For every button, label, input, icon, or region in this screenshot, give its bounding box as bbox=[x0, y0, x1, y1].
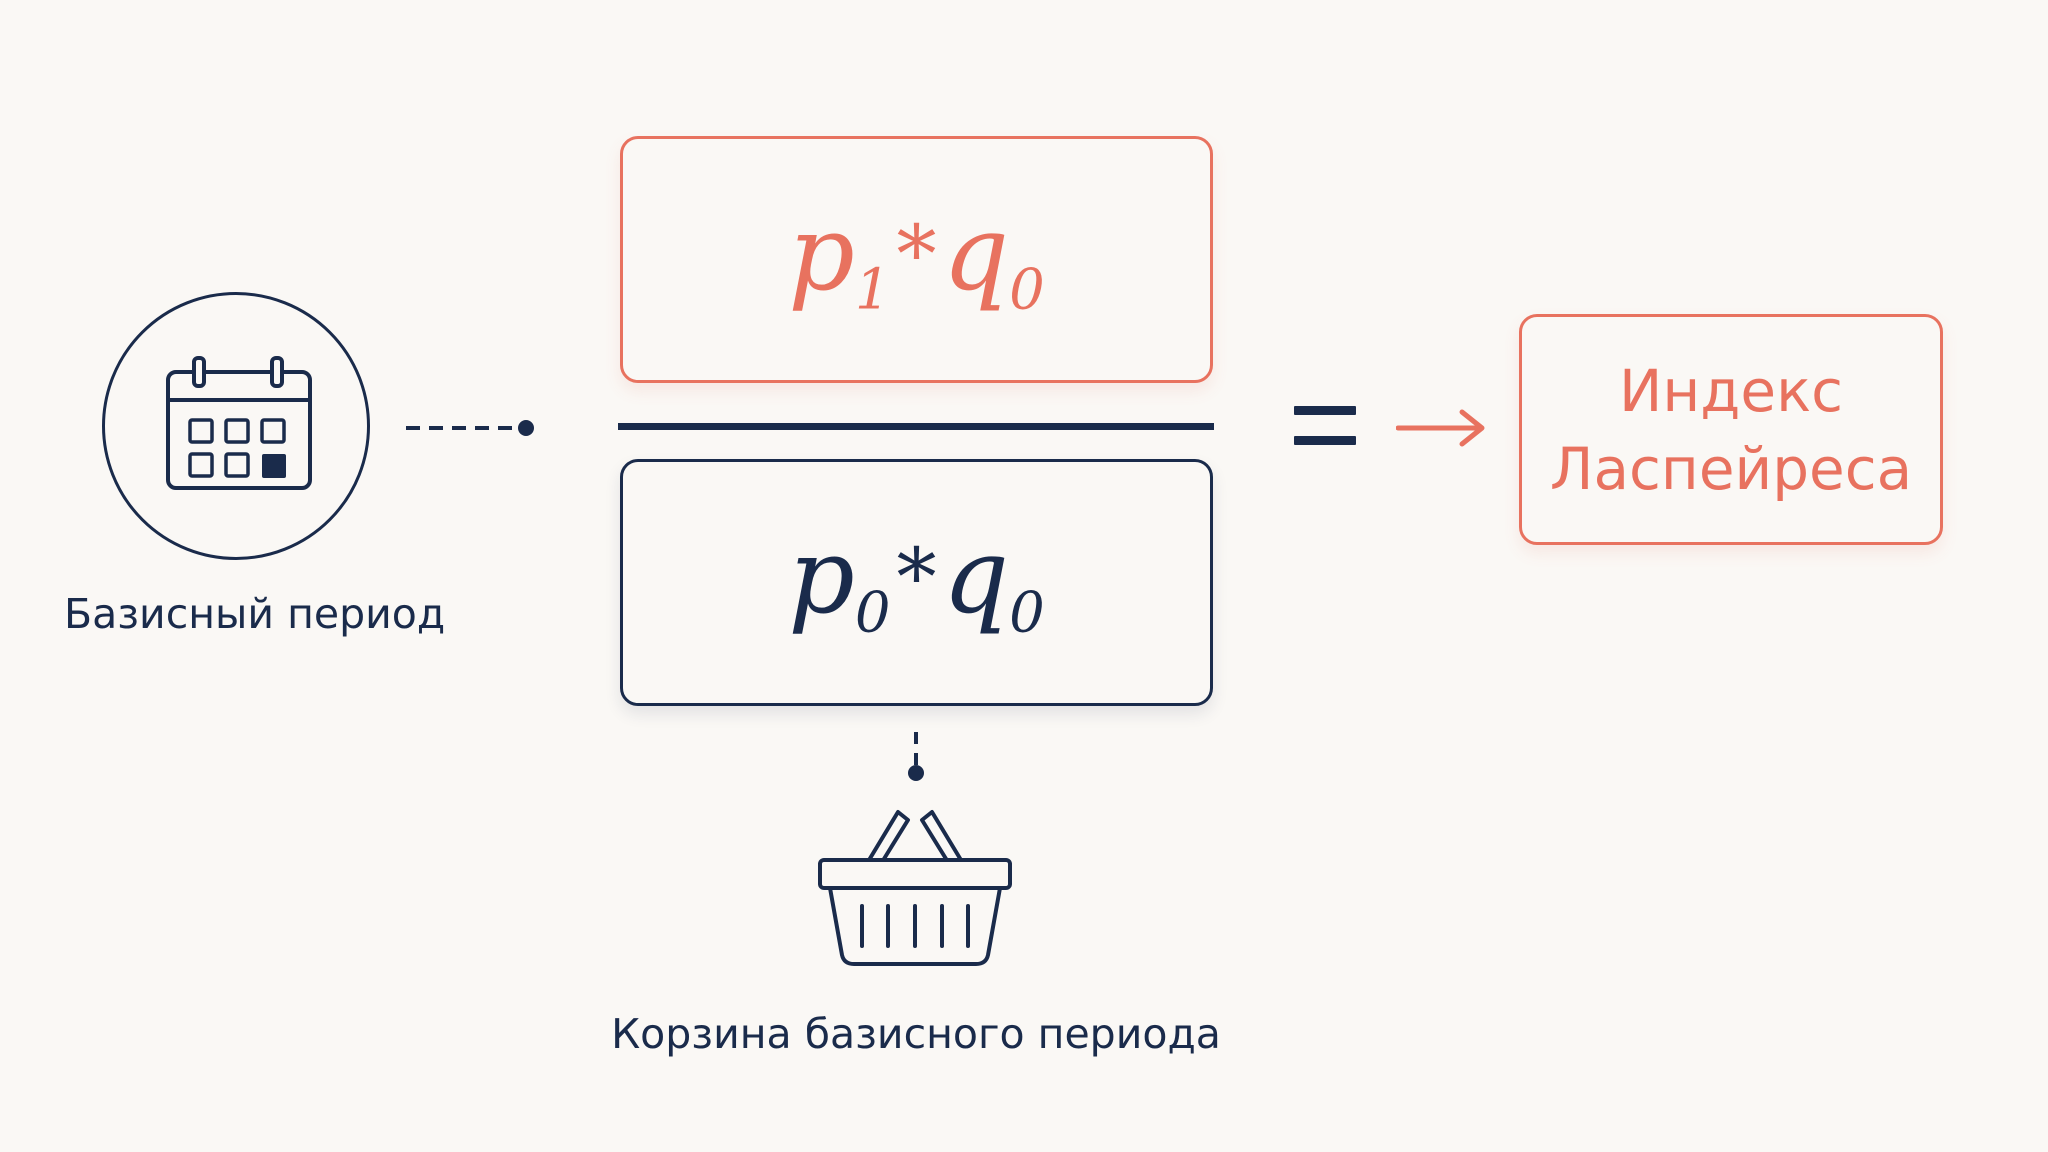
numerator-formula: p1*q0 bbox=[788, 191, 1045, 323]
base-period-label: Базисный период bbox=[64, 590, 446, 638]
result-line-2: Ласпейреса bbox=[1549, 434, 1913, 503]
result-box: Индекс Ласпейреса bbox=[1519, 314, 1943, 545]
base-period-node bbox=[102, 292, 370, 560]
numerator-box: p1*q0 bbox=[620, 136, 1213, 383]
basket-connector bbox=[908, 732, 924, 781]
denominator-box: p0*q0 bbox=[620, 459, 1213, 706]
denominator-formula: p0*q0 bbox=[788, 514, 1045, 646]
equals-sign-top bbox=[1294, 406, 1356, 415]
result-line-1: Индекс bbox=[1618, 356, 1843, 425]
basket-label: Корзина базисного периода bbox=[611, 1010, 1221, 1058]
calendar-connector bbox=[406, 420, 534, 436]
equals-sign-bottom bbox=[1294, 436, 1356, 445]
calendar-icon bbox=[166, 356, 312, 490]
arrow-icon bbox=[1396, 409, 1485, 447]
fraction-bar bbox=[618, 423, 1214, 430]
basket-icon bbox=[818, 810, 1012, 966]
